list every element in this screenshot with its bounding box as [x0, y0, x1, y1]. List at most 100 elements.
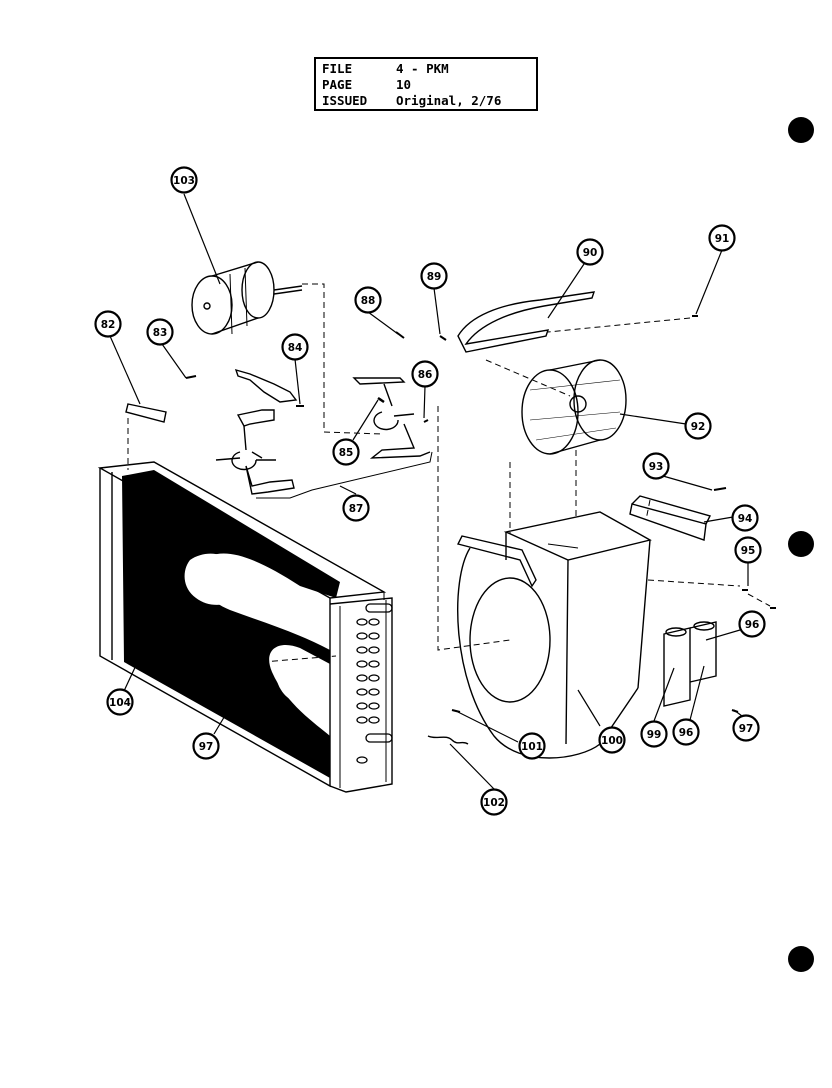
callout-91: 91 — [708, 224, 736, 252]
callout-circle — [732, 714, 760, 742]
callout-86: 86 — [411, 360, 439, 388]
callout-label: 93 — [649, 461, 664, 473]
callout-92: 92 — [684, 412, 712, 440]
callout-circle — [281, 333, 309, 361]
callout-label: 91 — [715, 233, 730, 245]
coil-fin-highlights — [184, 553, 318, 702]
callout-circle — [106, 688, 134, 716]
callout-label: 84 — [288, 342, 303, 354]
callout-circle — [94, 310, 122, 338]
callout-90: 90 — [576, 238, 604, 266]
blower-housing — [456, 511, 652, 759]
channel-bracket — [629, 495, 712, 541]
callout-label: 94 — [738, 513, 753, 525]
callout-label: 87 — [349, 503, 364, 515]
callout-label: 83 — [153, 327, 168, 339]
file-label: FILE — [322, 61, 353, 76]
callout-circle — [420, 262, 448, 290]
file-info-box: FILE 4 - PKM PAGE 10 ISSUED Original, 2/… — [314, 57, 538, 111]
alignment-lines — [127, 283, 771, 663]
blower-wheel — [521, 359, 627, 455]
callout-circle — [332, 438, 360, 466]
callout-label: 92 — [691, 421, 706, 433]
callout-circle — [734, 536, 762, 564]
binder-hole-bottom — [788, 946, 814, 972]
callout-102: 102 — [480, 788, 508, 816]
callout-label: 88 — [361, 295, 376, 307]
callout-label: 96 — [679, 727, 694, 739]
callout-93: 93 — [642, 452, 670, 480]
callout-label: 95 — [741, 545, 756, 557]
callout-97a: 97 — [192, 732, 220, 760]
page-value: 10 — [396, 77, 412, 92]
issued-row: ISSUED Original, 2/76 — [322, 93, 530, 109]
callout-circle — [480, 788, 508, 816]
callout-84: 84 — [281, 333, 309, 361]
callout-circle — [170, 166, 198, 194]
callout-95: 95 — [734, 536, 762, 564]
callout-circle — [731, 504, 759, 532]
callout-96a: 96 — [738, 610, 766, 638]
callout-101: 101 — [518, 732, 546, 760]
callout-circle — [598, 726, 626, 754]
callout-circle — [518, 732, 546, 760]
file-value: 4 - PKM — [396, 61, 449, 76]
callout-circle — [146, 318, 174, 346]
callout-94: 94 — [731, 504, 759, 532]
callout-88: 88 — [354, 286, 382, 314]
callout-circle — [342, 494, 370, 522]
callout-circle — [684, 412, 712, 440]
callout-label: 102 — [483, 797, 505, 809]
callout-99: 99 — [640, 720, 668, 748]
binder-hole-top — [788, 117, 814, 143]
coil-return-bends — [356, 603, 393, 764]
callout-label: 103 — [173, 175, 195, 187]
issued-value: Original, 2/76 — [396, 93, 502, 108]
callout-label: 86 — [418, 369, 433, 381]
callout-label: 89 — [427, 271, 442, 283]
callout-circle — [640, 720, 668, 748]
callout-85: 85 — [332, 438, 360, 466]
callout-group: 103 82 83 84 85 86 87 88 89 90 91 92 93 94 95 96 104 97 10… — [94, 166, 766, 816]
callout-82: 82 — [94, 310, 122, 338]
motor-mount — [215, 368, 433, 499]
callout-label: 100 — [601, 735, 623, 747]
callout-96b: 96 — [672, 718, 700, 746]
callout-label: 90 — [583, 247, 598, 259]
callout-circle — [738, 610, 766, 638]
callout-label: 104 — [109, 697, 131, 709]
issued-label: ISSUED — [322, 93, 368, 108]
binder-hole-middle — [788, 531, 814, 557]
callout-label: 82 — [101, 319, 116, 331]
callout-circle — [411, 360, 439, 388]
wire-harness — [427, 735, 469, 745]
file-row: FILE 4 - PKM — [322, 61, 530, 77]
callout-87: 87 — [342, 494, 370, 522]
mounting-plate — [125, 403, 167, 423]
callout-83: 83 — [146, 318, 174, 346]
leader-lines — [109, 193, 749, 790]
callout-label: 99 — [647, 729, 662, 741]
page-label: PAGE — [322, 77, 353, 92]
callout-circle — [708, 224, 736, 252]
callout-circle — [576, 238, 604, 266]
hardware — [185, 315, 776, 713]
coil-fins — [122, 470, 340, 778]
callout-circle — [672, 718, 700, 746]
callout-label: 96 — [745, 619, 760, 631]
callout-103: 103 — [170, 166, 198, 194]
callout-label: 101 — [521, 741, 543, 753]
capacitor-bracket — [663, 621, 717, 707]
callout-label: 97 — [739, 723, 754, 735]
callout-104: 104 — [106, 688, 134, 716]
blower-motor — [191, 261, 303, 335]
callout-label: 85 — [339, 447, 354, 459]
callout-100: 100 — [598, 726, 626, 754]
callout-label: 97 — [199, 741, 214, 753]
callout-circle — [642, 452, 670, 480]
page-row: PAGE 10 — [322, 77, 530, 93]
cutoff-plate — [457, 291, 596, 353]
callout-89: 89 — [420, 262, 448, 290]
